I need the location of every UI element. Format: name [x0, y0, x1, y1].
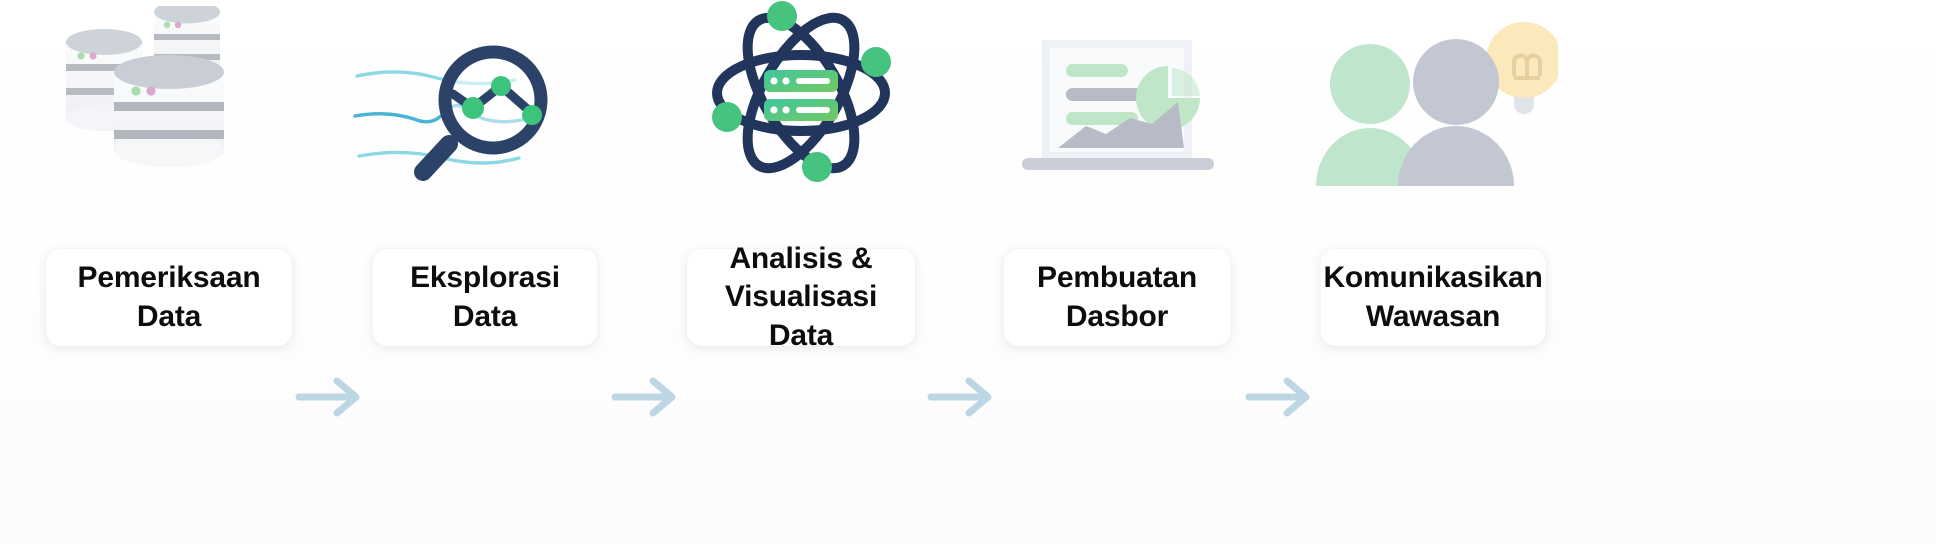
step-2-icon-container: [330, 10, 640, 186]
arrow-right-icon: [611, 377, 676, 417]
process-step-5[interactable]: Komunikasikan Wawasan: [1278, 0, 1588, 544]
step-2-card[interactable]: Eksplorasi Data: [372, 249, 598, 346]
step-4-card[interactable]: Pembuatan Dasbor: [1003, 249, 1231, 346]
people-idea-icon: [1316, 22, 1558, 186]
step-1-icon-container: [14, 0, 324, 186]
step-4-icon-container: [962, 16, 1272, 186]
step-3-icon-container: [646, 0, 956, 186]
arrow-right-icon: [927, 377, 992, 417]
step-5-icon-container: [1278, 0, 1588, 186]
databases-icon: [66, 6, 224, 167]
laptop-dashboard-icon: [1022, 40, 1214, 170]
process-step-3[interactable]: Analisis & Visualisasi Data: [646, 0, 956, 544]
bulb-icon: [1486, 22, 1558, 114]
process-step-1[interactable]: Pemeriksaan Data: [14, 0, 324, 544]
step-5-label: Komunikasikan Wawasan: [1323, 261, 1543, 333]
flow-arrow-3: [925, 374, 999, 420]
person-green-icon: [1316, 44, 1424, 186]
arrow-right-icon: [295, 377, 360, 417]
process-step-4[interactable]: Pembuatan Dasbor: [962, 0, 1272, 544]
step-1-card[interactable]: Pemeriksaan Data: [46, 249, 292, 346]
flow-arrow-2: [609, 374, 683, 420]
process-step-2[interactable]: Eksplorasi Data: [330, 0, 640, 544]
step-2-label: Eksplorasi Data: [410, 261, 560, 333]
magnifying-glass-data-icon: [353, 45, 548, 181]
flow-arrow-1: [293, 374, 367, 420]
step-4-label: Pembuatan Dasbor: [1037, 261, 1197, 333]
arrow-right-icon: [1245, 377, 1310, 417]
step-5-card[interactable]: Komunikasikan Wawasan: [1320, 249, 1546, 346]
person-gray-icon: [1398, 39, 1514, 186]
step-3-card[interactable]: Analisis & Visualisasi Data: [687, 242, 915, 352]
step-1-label: Pemeriksaan Data: [77, 261, 261, 333]
atom-server-icon: [712, 1, 891, 182]
step-3-label: Analisis & Visualisasi Data: [724, 241, 878, 352]
flow-arrow-4: [1243, 374, 1317, 420]
